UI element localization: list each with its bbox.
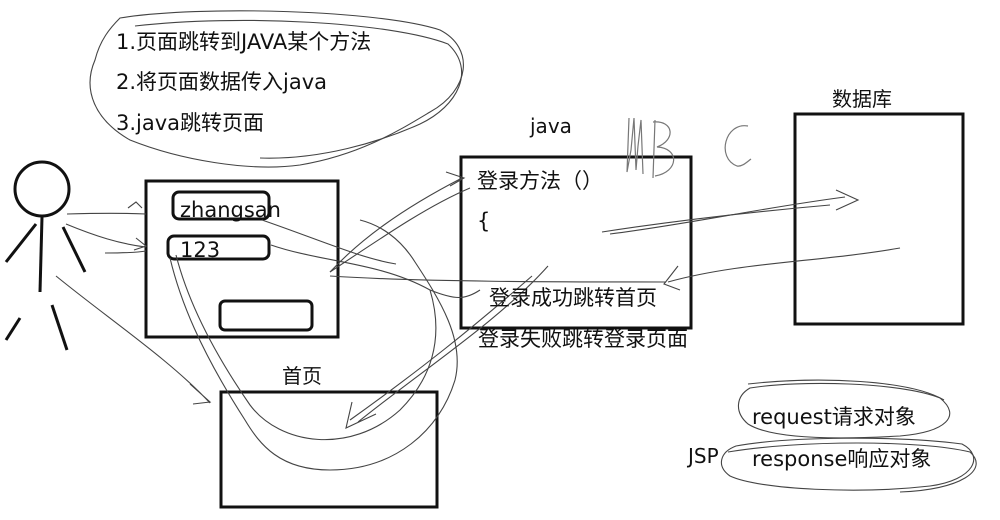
stick-figure-right-arm — [61, 226, 87, 273]
login-page-box — [144, 179, 340, 339]
jsp-response-object: response响应对象 — [752, 447, 932, 471]
password-field — [166, 234, 271, 261]
login-page-frame — [144, 179, 340, 339]
home-page-box — [219, 390, 439, 509]
login-button — [218, 299, 314, 332]
home-page-title: 首页 — [282, 364, 322, 388]
database-box — [793, 112, 965, 326]
step-3-text: 3.java跳转页面 — [116, 111, 265, 135]
stick-figure-head — [13, 160, 71, 218]
java-method-box — [459, 155, 693, 330]
flow-strokes — [55, 10, 977, 493]
stick-figure-left-arm — [4, 223, 38, 263]
java-failure-line: 登录失败跳转登录页面 — [478, 327, 688, 351]
username-value: zhangsan — [180, 198, 281, 222]
password-value: 123 — [180, 238, 221, 262]
database-title: 数据库 — [832, 87, 892, 111]
step-2-text: 2.将页面数据传入java — [116, 70, 328, 94]
stick-figure-left-leg — [4, 317, 22, 341]
username-field — [171, 190, 271, 221]
stick-figure-body — [38, 216, 44, 293]
step-1-text: 1.页面跳转到JAVA某个方法 — [116, 30, 372, 54]
user-stick-figure — [4, 160, 87, 351]
jsp-label: JSP — [688, 444, 719, 468]
jdbc-scribble — [626, 117, 752, 179]
stick-figure-right-leg — [50, 304, 69, 351]
jsp-request-object: request请求对象 — [752, 405, 916, 429]
java-open-brace: { — [477, 209, 491, 233]
java-title: java — [530, 114, 572, 138]
java-method-signature: 登录方法（） — [477, 169, 603, 193]
java-success-line: 登录成功跳转首页 — [489, 286, 657, 310]
